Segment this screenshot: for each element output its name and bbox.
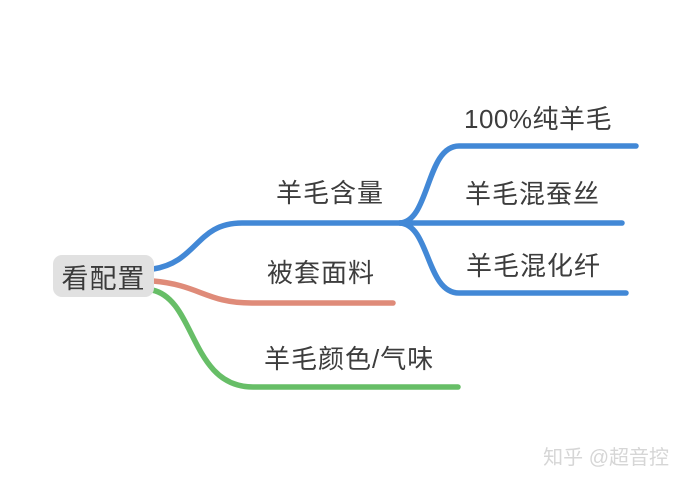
node-root[interactable]: 看配置	[53, 255, 154, 297]
node-color-smell[interactable]: 羊毛颜色/气味	[264, 344, 435, 374]
node-pure-wool[interactable]: 100%纯羊毛	[464, 104, 612, 134]
node-wool-silk[interactable]: 羊毛混蚕丝	[465, 179, 601, 209]
watermark-text: 知乎 @超音控	[543, 447, 669, 469]
branch-line-color-smell	[149, 287, 461, 390]
watermark: 知乎 @超音控	[543, 441, 669, 470]
node-cover-fabric[interactable]: 被套面料	[267, 258, 376, 288]
branch-line-wool-content	[150, 220, 625, 272]
node-wool-fiber[interactable]: 羊毛混化纤	[466, 251, 602, 281]
branch-line-cover-fabric	[150, 278, 396, 306]
node-wool-content[interactable]: 羊毛含量	[276, 178, 385, 208]
branch-line-wool-fiber	[397, 220, 629, 296]
branch-line-pure-wool	[397, 143, 639, 226]
